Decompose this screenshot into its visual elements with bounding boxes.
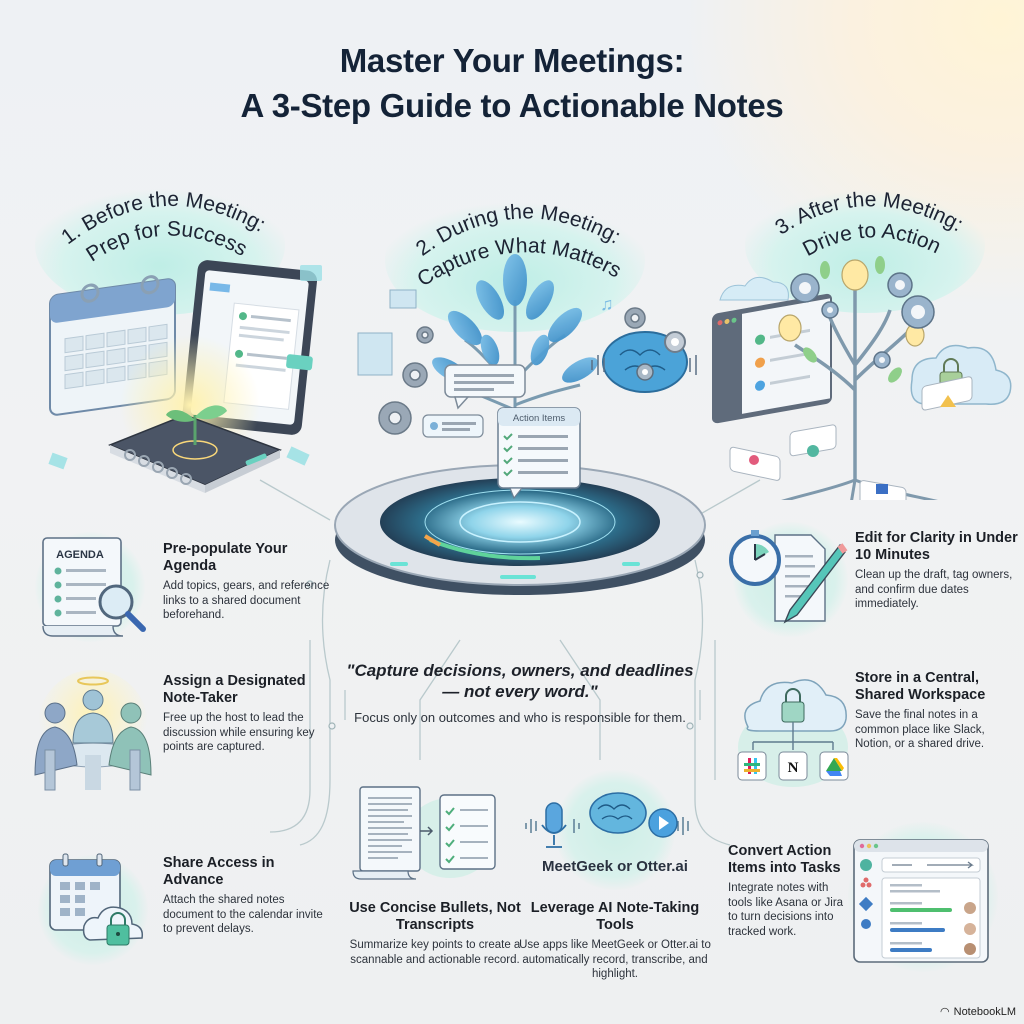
tip-title: Assign a Designated Note-Taker (163, 673, 306, 706)
prep-scene-illustration (48, 260, 322, 493)
tip-prepopulate-agenda: Pre-populate Your Agenda Add topics, gea… (163, 541, 333, 623)
avatar (964, 943, 976, 955)
capture-scene-illustration: Action Items ♫ (334, 254, 706, 595)
cloud-icon (719, 276, 789, 301)
tip-assign-note-taker: Assign a Designated Note-Taker Free up t… (163, 673, 333, 755)
tip-body: Clean up the draft, tag owners, and conf… (855, 569, 1013, 610)
brand-label: NotebookLM (953, 1005, 1016, 1018)
dashboard-window-icon (712, 293, 832, 424)
tip-body: Attach the shared notes document to the … (163, 894, 323, 935)
tip-title: Share Access in Advance (163, 855, 275, 888)
notebooklm-watermark: ◠ NotebookLM (940, 1005, 1016, 1019)
ai-tools-label: MeetGeek or Otter.ai (542, 858, 688, 875)
notion-icon: N (778, 751, 808, 781)
google-drive-icon (819, 751, 849, 781)
idea-tree-icon (778, 256, 938, 500)
meeting-table-icon (34, 670, 152, 791)
action-scene-illustration (712, 256, 1012, 500)
quote-text: "Capture decisions, owners, and deadline… (346, 661, 694, 701)
chat-bubble-icon (444, 364, 526, 410)
music-note-icon: ♫ (600, 294, 614, 314)
document-card-icon (357, 332, 393, 376)
page-title: Master Your Meetings: A 3-Step Guide to … (0, 38, 1024, 128)
notebook-icon (108, 414, 282, 493)
stopwatch-document-pencil-icon (729, 530, 848, 624)
tip-convert-tasks: Convert Action Items into Tasks Integrat… (728, 843, 853, 939)
quote-subtext: Focus only on outcomes and who is respon… (354, 710, 686, 725)
mic-brain-play-icon (525, 792, 689, 848)
tip-edit-clarity: Edit for Clarity in Under 10 Minutes Cle… (855, 530, 1020, 612)
tip-title: Convert Action Items into Tasks (728, 843, 841, 876)
tip-body: Integrate notes with tools like Asana or… (728, 882, 844, 938)
task-board-icon (853, 839, 989, 963)
user-chat-bubble-icon (422, 414, 484, 438)
brain-gear-icon (591, 331, 697, 393)
notebooklm-logo-icon: ◠ (940, 1006, 950, 1018)
tip-store-workspace: Store in a Central, Shared Workspace Sav… (855, 670, 1020, 752)
svg-text:Action Items: Action Items (513, 413, 566, 424)
tip-title: Edit for Clarity in Under 10 Minutes (855, 530, 1018, 563)
transcript-to-checklist-icon (352, 786, 496, 880)
svg-text:N: N (788, 760, 799, 776)
action-items-card: Action Items (497, 407, 581, 500)
calendar-cloud-lock-icon (49, 853, 144, 946)
avatar (964, 923, 976, 935)
tip-share-access: Share Access in Advance Attach the share… (163, 855, 333, 937)
tip-body: Free up the host to lead the discussion … (163, 712, 315, 753)
key-quote: "Capture decisions, owners, and deadline… (345, 660, 695, 726)
sprout-icon (166, 405, 227, 445)
tip-body: Add topics, gears, and reference links t… (163, 580, 330, 621)
tip-body: Save the final notes in a common place l… (855, 709, 985, 750)
avatar (964, 902, 976, 914)
tip-title: Leverage AI Note-Taking Tools (530, 900, 700, 933)
integration-tiles (729, 376, 973, 500)
tip-ai-tools: Leverage AI Note-Taking Tools Use apps l… (510, 900, 720, 982)
smart-speaker-device-icon (334, 464, 706, 595)
gear-icons (378, 307, 646, 435)
tip-body: Use apps like MeetGeek or Otter.ai to au… (519, 939, 711, 980)
note-card-icon (389, 289, 417, 309)
svg-text:AGENDA: AGENDA (56, 549, 104, 561)
title-line-1: Master Your Meetings: (339, 42, 685, 79)
title-line-2: A 3-Step Guide to Actionable Notes (240, 87, 784, 124)
tip-body: Summarize key points to create a scannab… (349, 939, 521, 966)
slack-icon (737, 751, 767, 781)
tip-title: Store in a Central, Shared Workspace (855, 670, 986, 703)
tip-title: Use Concise Bullets, Not Transcripts (349, 900, 521, 933)
tip-concise-bullets: Use Concise Bullets, Not Transcripts Sum… (340, 900, 530, 967)
cloud-lock-apps-icon: N (737, 679, 849, 787)
tip-title: Pre-populate Your Agenda (163, 541, 288, 574)
agenda-magnifier-icon: AGENDA (42, 537, 146, 637)
